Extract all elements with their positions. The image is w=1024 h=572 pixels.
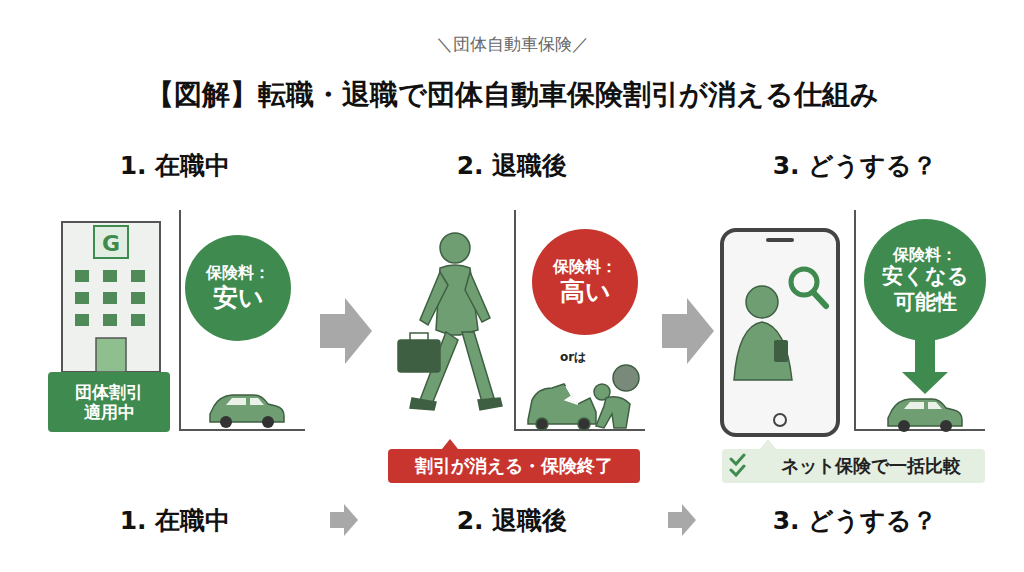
step-heading: 1. 在職中 <box>120 504 231 537</box>
or-note: orは <box>560 349 586 366</box>
step-heading: 2. 退職後 <box>457 149 568 182</box>
panel-frames <box>180 210 985 430</box>
node-text: ネット保険で一括比較 <box>781 455 961 477</box>
crashed-car <box>528 384 596 430</box>
flow-arrow <box>320 298 372 364</box>
smartphone <box>722 230 838 435</box>
walking-man <box>398 233 502 410</box>
node-text: 保険料： <box>893 245 957 264</box>
logo-letter: G <box>102 231 120 256</box>
step-heading: 2. 退職後 <box>457 504 568 537</box>
node-text: 保険料： <box>206 263 270 282</box>
flow-arrow <box>662 298 714 364</box>
small-arrow <box>668 504 696 536</box>
diagram-title: 【図解】転職・退職で団体自動車保険割引が消える仕組み <box>146 76 879 114</box>
premium-circle: 保険料：高い <box>532 229 638 335</box>
node-body: 高い <box>560 277 611 307</box>
node-text: 団体割引 適用中 <box>64 382 154 423</box>
small-arrow <box>330 504 358 536</box>
band-pointer <box>442 439 458 449</box>
node-text: 保険料： <box>553 257 617 276</box>
office-building <box>62 222 160 372</box>
subtitle: ＼団体自動車保険／ <box>436 33 589 56</box>
band-pointer <box>760 439 776 449</box>
premium-circle: 保険料：安くなる 可能性 <box>864 219 986 341</box>
premium-circle: 保険料：安い <box>185 235 291 341</box>
down-arrow <box>902 340 948 394</box>
step-heading: 1. 在職中 <box>120 149 231 182</box>
status-band: 割引が消える・保険終了 <box>388 449 640 483</box>
node-body: 安い <box>213 283 264 313</box>
burdened-person <box>594 365 639 428</box>
check-mark <box>731 455 744 475</box>
node-text: 割引が消える・保険終了 <box>415 455 613 477</box>
step-heading: 3. どうする？ <box>773 504 938 537</box>
step-heading: 3. どうする？ <box>773 149 938 182</box>
discount-tag: 団体割引 適用中 <box>48 372 170 432</box>
action-band: ネット保険で一括比較 <box>722 449 985 483</box>
check-icons <box>728 453 758 479</box>
node-body: 安くなる 可能性 <box>880 264 970 314</box>
